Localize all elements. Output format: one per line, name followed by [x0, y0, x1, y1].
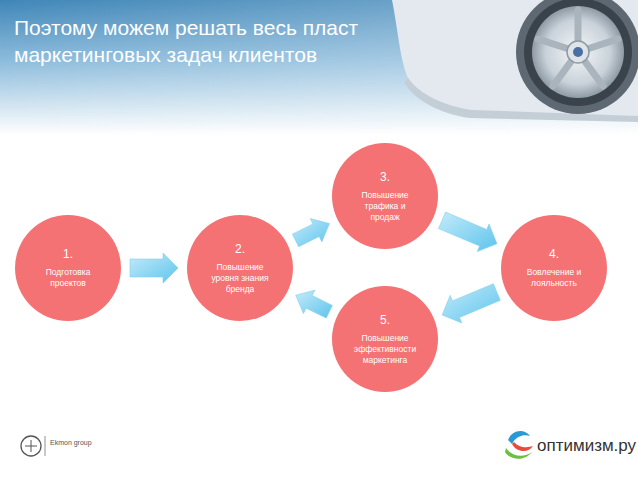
car-illustration	[392, 0, 638, 122]
block-arrow	[292, 219, 329, 247]
step-text: Повышение уровня знания бренда	[205, 262, 275, 295]
slide-title: Поэтому можем решать весь пласт маркетин…	[14, 14, 409, 68]
step-text: Подготовка проектов	[33, 267, 103, 289]
step-circle: 4. Вовлечение и лояльность	[501, 215, 607, 321]
ekmon-logo	[21, 436, 45, 456]
step-number: 4.	[549, 247, 559, 262]
step-number: 1.	[63, 247, 73, 262]
company-logo-text: Ekmon group	[50, 439, 92, 446]
block-arrow	[439, 212, 497, 252]
step-text: Повышение эффективности маркетинга	[350, 333, 420, 366]
company-logo-text: оптимизм.ру	[537, 436, 636, 456]
step-circle: 1. Подготовка проектов	[15, 215, 121, 321]
step-number: 2.	[235, 242, 245, 257]
step-number: 3.	[380, 170, 390, 185]
step-circle: 3. Повышение трафика и продаж	[332, 143, 438, 249]
step-circle: 5. Повышение эффективности маркетинга	[332, 286, 438, 392]
optimizm-logo-icon	[505, 431, 533, 459]
block-arrow	[130, 253, 178, 283]
block-arrow	[442, 284, 500, 323]
step-number: 5.	[380, 313, 390, 328]
block-arrow	[296, 290, 333, 318]
step-circle: 2. Повышение уровня знания бренда	[187, 215, 293, 321]
step-text: Повышение трафика и продаж	[350, 190, 420, 223]
step-text: Вовлечение и лояльность	[519, 267, 589, 289]
